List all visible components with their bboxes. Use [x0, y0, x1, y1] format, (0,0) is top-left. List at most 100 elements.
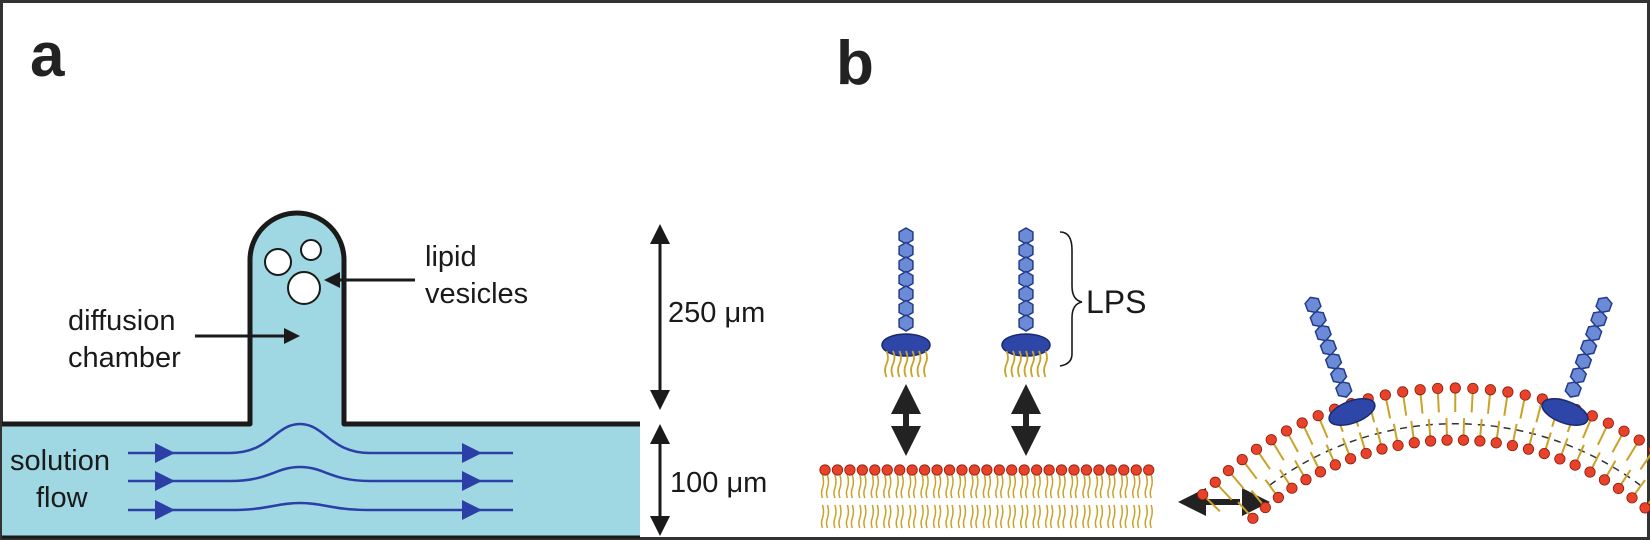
lipid-head [844, 464, 856, 476]
lipid-tail [1144, 474, 1153, 499]
lipid-head [1265, 434, 1277, 446]
lipid-tail [1132, 504, 1141, 529]
sugar-unit [1579, 338, 1598, 356]
sugar-unit [898, 314, 914, 332]
sugar-unit [1309, 310, 1327, 328]
chamber-height-label: 250 μm [668, 297, 765, 329]
lipid-head [1474, 435, 1486, 447]
lipid-tail [895, 474, 904, 499]
lipid-head [956, 464, 968, 476]
lps-molecules [881, 227, 1051, 378]
lipid-head [1392, 439, 1404, 452]
lipid-head [1633, 434, 1645, 446]
sugar-unit [1569, 366, 1588, 384]
solution-flow-label-1: solution [10, 445, 110, 477]
lipid-head [1296, 417, 1308, 429]
lipid-tail [1094, 504, 1104, 529]
vesicle [300, 239, 322, 261]
panel-a: a lipid vesicles di [2, 21, 767, 539]
lipid-tail [1007, 504, 1016, 529]
sugar-unit [1585, 324, 1603, 342]
lipid-head [1259, 501, 1271, 514]
panel-b-label: b [836, 29, 874, 98]
flow-arrow-icon [155, 443, 175, 463]
flow-line [128, 422, 513, 455]
lipid-tail [870, 504, 880, 529]
lipid-head [1441, 434, 1453, 446]
lipid-head [1408, 437, 1420, 449]
lipid-head [1068, 464, 1080, 476]
sugar-unit [1018, 241, 1034, 260]
lipid-head [1598, 474, 1611, 486]
arrow-down-icon [1011, 426, 1041, 456]
lipid-head [1344, 453, 1357, 465]
lipid-tail [1032, 504, 1041, 529]
lipid-head [1554, 453, 1566, 465]
lipid-head [1490, 437, 1502, 449]
arrow-down-icon [650, 390, 670, 410]
lipid-tail [1094, 474, 1104, 499]
lipid-tail [1019, 474, 1029, 499]
sugar-unit [1304, 296, 1322, 314]
lipid-head [1043, 464, 1055, 476]
acyl-chain [1004, 350, 1009, 378]
lipid-tail [833, 474, 842, 499]
lipid-head [1602, 417, 1614, 429]
lipid-head [1506, 439, 1519, 452]
lipid-tail [1032, 474, 1041, 499]
lipid-head [1584, 466, 1596, 478]
lipid-head [1143, 464, 1155, 476]
solution-flow-label-2: flow [36, 482, 89, 514]
lipid-head [1222, 464, 1235, 477]
lipid-tail [982, 504, 992, 529]
acyl-chain [910, 350, 915, 378]
sugar-unit [1335, 381, 1353, 398]
lipid-head [1280, 425, 1293, 437]
lipid-head [968, 464, 981, 476]
lipid-head [856, 464, 868, 476]
lipid-a [1001, 333, 1051, 357]
lipid-head [1055, 464, 1068, 476]
lipid-head [1209, 476, 1221, 488]
lipid-tail [845, 504, 855, 529]
lps-molecule [1304, 296, 1376, 426]
lipid-tail [995, 474, 1004, 499]
lipid-tail [858, 474, 867, 499]
lipid-tail [1069, 474, 1079, 499]
lipid-head [1586, 410, 1598, 422]
lipid-head [1312, 410, 1324, 422]
diffusion-chamber-label-1: diffusion [68, 305, 176, 337]
lipid-head [1250, 443, 1263, 455]
lipid-head [894, 464, 906, 476]
lipid-head [1424, 435, 1437, 447]
lipid-head [1329, 459, 1341, 471]
acyl-chain [1010, 350, 1016, 378]
lipid-head [1272, 491, 1284, 504]
lipid-head [1484, 384, 1497, 396]
lipid-tail [945, 474, 954, 499]
lipid-tail [957, 504, 967, 529]
lipid-head [1031, 464, 1043, 476]
lipid-tail [1639, 453, 1650, 471]
sugar-unit [1018, 314, 1034, 332]
lipid-head [1286, 482, 1298, 494]
sugar-unit [898, 299, 914, 318]
flow-arrowheads [155, 443, 482, 520]
membrane-lps [1304, 296, 1613, 426]
lipid-tail [932, 474, 942, 499]
lipid-tail [1019, 504, 1029, 529]
flow-arrow-icon [155, 471, 175, 491]
lipid-head [1519, 389, 1531, 401]
flow-line [128, 501, 513, 512]
lps-molecule [881, 227, 931, 378]
lipid-tail [1069, 504, 1079, 529]
lipid-tail [845, 474, 855, 499]
lipid-vesicles [264, 239, 322, 305]
sugar-unit [1319, 338, 1338, 356]
sugar-unit [898, 241, 914, 260]
acyl-chain [1036, 350, 1042, 378]
lipid-head [1105, 464, 1117, 476]
acyl-chain [897, 350, 902, 378]
sugar-unit [1018, 285, 1034, 303]
